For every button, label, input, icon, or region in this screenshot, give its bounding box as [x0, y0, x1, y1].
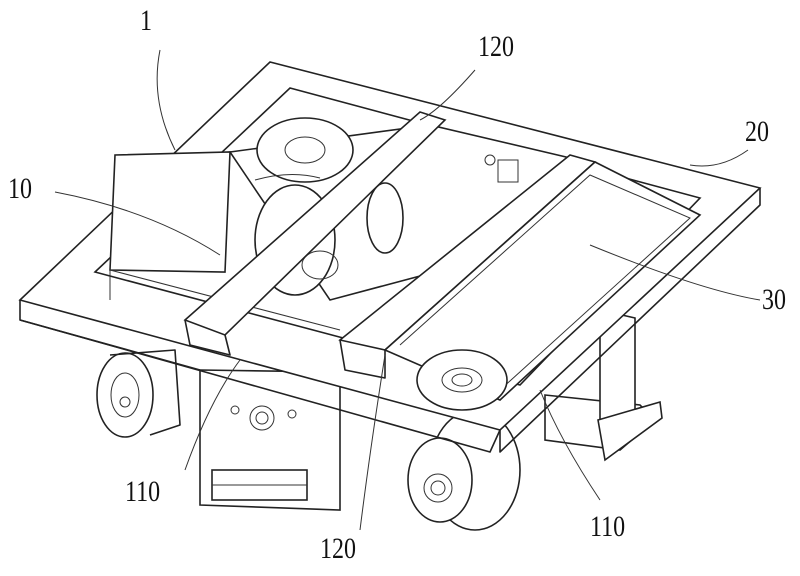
leader-lines	[54, 49, 761, 531]
label-110-right: 110	[590, 510, 626, 543]
label-10: 10	[8, 172, 32, 205]
cross-beam-back	[183, 111, 447, 356]
label-120-bottom: 120	[320, 532, 356, 565]
label-110-left: 110	[125, 475, 161, 508]
lower-housing	[199, 369, 341, 511]
label-20: 20	[745, 115, 769, 148]
label-120-top: 120	[478, 30, 514, 63]
label-30: 30	[762, 283, 786, 316]
label-1: 1	[140, 4, 152, 37]
left-caster-wheel	[96, 349, 181, 438]
right-bracket	[544, 308, 663, 462]
tray-30	[383, 161, 702, 411]
right-drive-wheel	[407, 409, 521, 531]
